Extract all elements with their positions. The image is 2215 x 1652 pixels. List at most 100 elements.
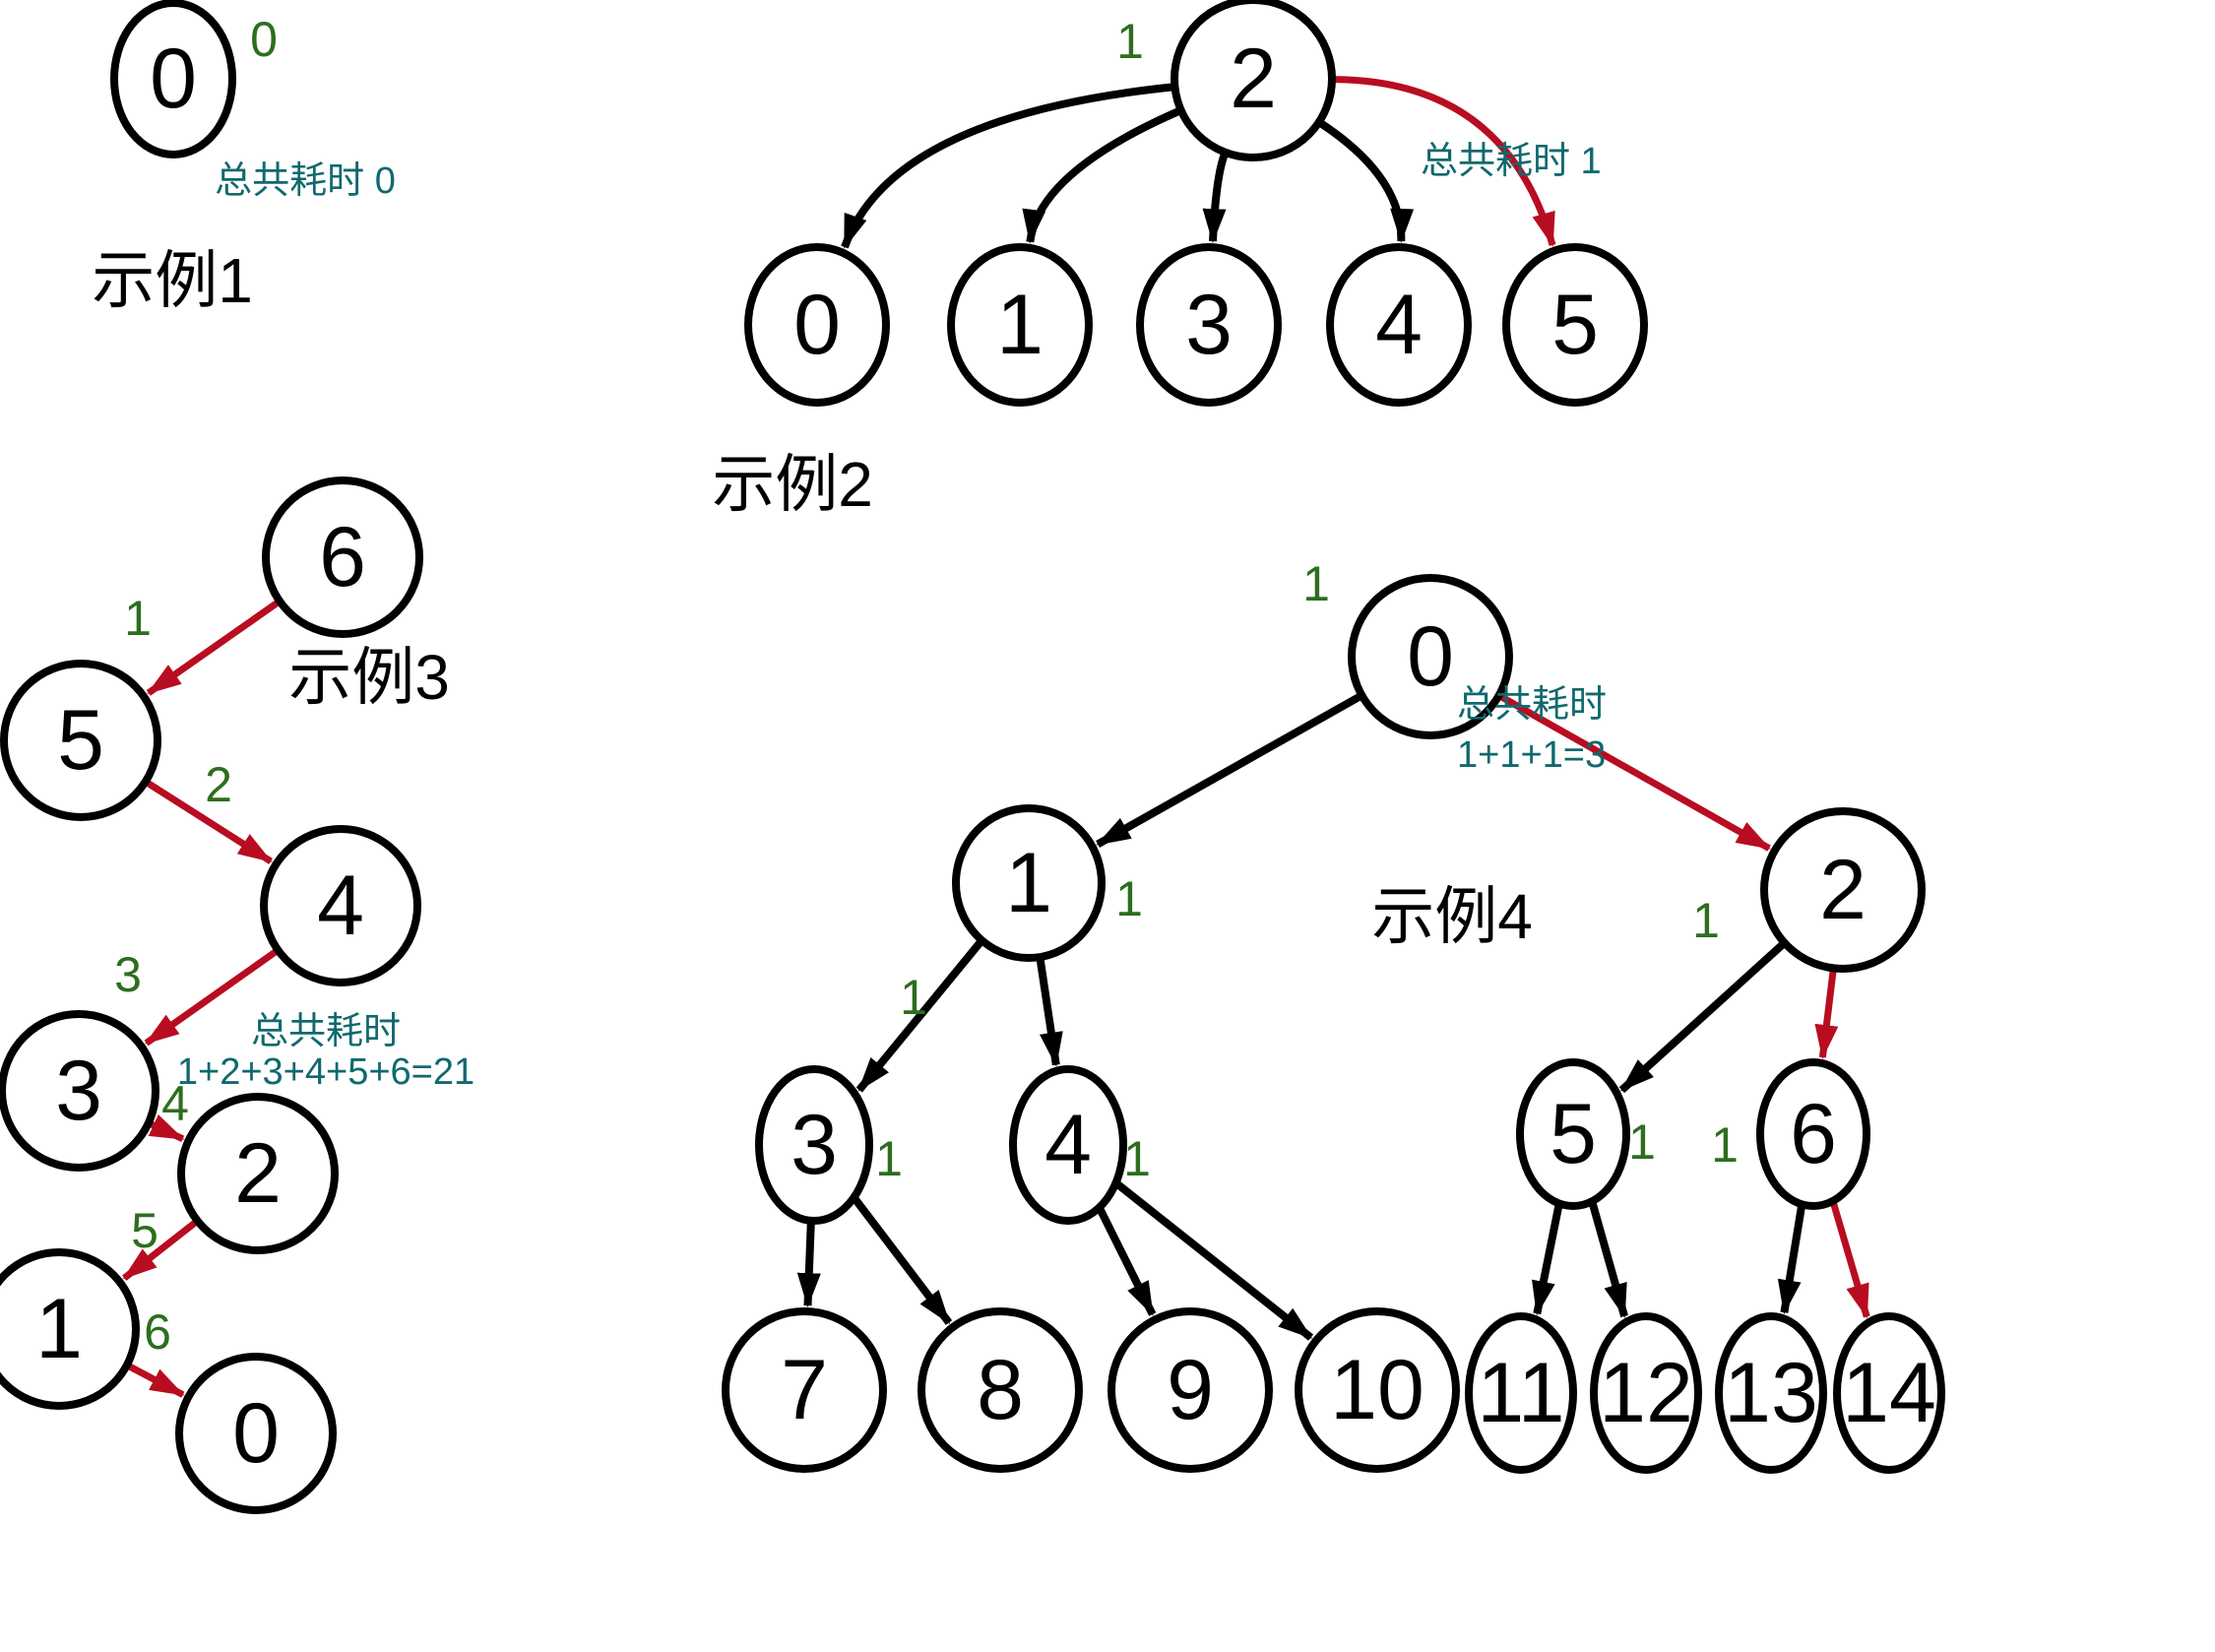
graph-node-value: 2 — [234, 1126, 282, 1221]
graph-node-value: 1 — [1005, 836, 1052, 930]
edge-weight-label: 1 — [1116, 14, 1144, 69]
graph-node-circle — [755, 1065, 873, 1225]
graph-node-13: 13 — [1715, 1312, 1827, 1474]
graph-node-circle — [1516, 1058, 1630, 1210]
graph-node-8: 8 — [918, 1307, 1083, 1473]
graph-edge-6-14 — [1830, 1201, 1870, 1319]
graph-edge-1-4 — [1036, 958, 1063, 1067]
graph-node-value: 1 — [35, 1282, 83, 1376]
graph-node-circle — [952, 804, 1106, 962]
graph-node-value: 4 — [317, 858, 364, 953]
graph-node-11: 11 — [1465, 1312, 1577, 1474]
graph-node-value: 0 — [150, 32, 197, 126]
graph-edge-3-7 — [796, 1222, 821, 1308]
edge-weight-label: 1 — [900, 970, 927, 1025]
edge-weight-label: 3 — [114, 947, 142, 1002]
graph-node-value: 8 — [977, 1343, 1024, 1437]
total-time-label: 1+2+3+4+5+6=21 — [177, 1051, 475, 1093]
graph-node-circle — [722, 1307, 887, 1473]
graph-node-value: 6 — [319, 510, 366, 604]
graph-node-circle — [1108, 1307, 1273, 1473]
graph-node-value: 1 — [996, 278, 1044, 372]
graph-node-circle — [1171, 0, 1336, 161]
graph-node-circle — [1760, 807, 1926, 973]
graph-node-10: 10 — [1295, 1307, 1460, 1473]
graph-node-4: 4 — [1009, 1065, 1127, 1225]
edge-weight-label: 1 — [875, 1131, 903, 1186]
graph-node-value: 3 — [1185, 278, 1233, 372]
graph-node-14: 14 — [1833, 1312, 1945, 1474]
example-title: 示例3 — [288, 642, 450, 713]
graph-node-0: 0 — [1348, 574, 1513, 739]
graph-node-value: 2 — [1230, 32, 1277, 126]
graph-node-circle — [1348, 574, 1513, 739]
graph-node-value: 13 — [1724, 1346, 1818, 1440]
graph-edge-6-5 — [146, 599, 281, 696]
graph-node-1: 1 — [952, 804, 1106, 962]
graph-node-circle — [1009, 1065, 1127, 1225]
graph-node-value: 5 — [1550, 1087, 1597, 1181]
edge-weight-label: 1 — [124, 591, 152, 646]
graph-node-5: 5 — [0, 660, 161, 821]
graph-node-circle — [1502, 243, 1648, 407]
graph-node-circle — [110, 0, 236, 159]
graph-node-12: 12 — [1590, 1312, 1702, 1474]
graph-node-circle — [1465, 1312, 1577, 1474]
graph-node-3: 3 — [1136, 243, 1282, 407]
graph-node-circle — [947, 243, 1093, 407]
graph-node-value: 4 — [1044, 1098, 1092, 1192]
graph-node-value: 10 — [1330, 1343, 1424, 1437]
graph-node-value: 12 — [1599, 1346, 1693, 1440]
graph-node-3: 3 — [0, 1010, 159, 1172]
total-time-label: 总共耗时 0 — [215, 160, 396, 202]
graph-node-value: 3 — [55, 1044, 102, 1138]
graph-node-value: 11 — [1477, 1346, 1564, 1440]
graph-node-value: 0 — [793, 278, 841, 372]
graph-node-value: 3 — [791, 1098, 838, 1192]
graph-node-value: 5 — [1551, 278, 1599, 372]
graph-node-circle — [1136, 243, 1282, 407]
graph-edge-0-2 — [1498, 693, 1771, 852]
edge-weight-label: 1 — [1302, 556, 1330, 611]
graph-edge-3-8 — [852, 1196, 953, 1325]
graph-edge-5-12 — [1588, 1202, 1628, 1318]
graph-node-value: 0 — [1407, 609, 1454, 704]
graph-node-circle — [1590, 1312, 1702, 1474]
graph-node-0: 0 — [744, 243, 890, 407]
graph-edge-2-6 — [1814, 969, 1839, 1059]
graph-edge-4-9 — [1097, 1207, 1157, 1316]
graph-node-value: 5 — [57, 693, 104, 788]
edge-weight-label: 4 — [161, 1076, 189, 1131]
edge-weight-label: 0 — [250, 12, 278, 67]
graph-node-circle — [1295, 1307, 1460, 1473]
graph-node-6: 6 — [1756, 1058, 1870, 1210]
graph-edge-6-13 — [1777, 1205, 1805, 1315]
graph-edge-2-0 — [841, 83, 1173, 249]
graph-node-value: 2 — [1819, 843, 1867, 937]
graph-edge-5-11 — [1532, 1204, 1563, 1316]
graph-node-2: 2 — [177, 1093, 339, 1254]
graph-edge-2-3 — [1202, 153, 1229, 244]
graph-node-3: 3 — [755, 1065, 873, 1225]
graph-node-value: 14 — [1842, 1346, 1936, 1440]
graph-node-4: 4 — [260, 825, 421, 986]
edge-weight-label: 6 — [144, 1304, 171, 1360]
example-title: 示例1 — [92, 245, 253, 316]
graph-node-1: 1 — [947, 243, 1093, 407]
graph-node-circle — [177, 1093, 339, 1254]
graph-node-circle — [1715, 1312, 1827, 1474]
graph-node-circle — [1833, 1312, 1945, 1474]
graph-node-circle — [260, 825, 421, 986]
graph-edge-2-5 — [1618, 941, 1786, 1094]
graph-edge-3-2 — [148, 1114, 185, 1142]
graph-node-circle — [0, 1248, 140, 1410]
graph-edge-1-3 — [855, 939, 984, 1093]
edge-weight-label: 2 — [205, 757, 232, 812]
graph-node-circle — [1326, 243, 1472, 407]
graph-node-7: 7 — [722, 1307, 887, 1473]
graph-node-value: 9 — [1167, 1343, 1214, 1437]
